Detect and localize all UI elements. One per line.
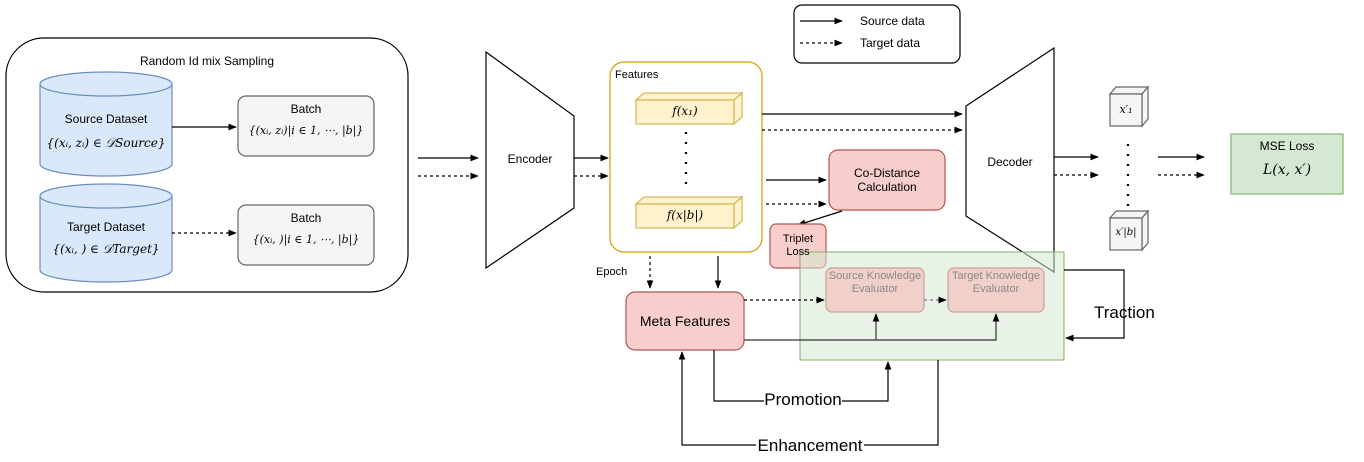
feature-block-last [634, 195, 744, 230]
target-dataset-formula: {(xᵢ, ) ∈ 𝒟Target} [52, 242, 160, 256]
mse-title: MSE Loss [1259, 139, 1315, 153]
source-evaluator-label: Source Knowledge Evaluator [828, 270, 922, 296]
output-cube-last [1108, 209, 1150, 252]
triplet-loss-label: Triplet Loss [782, 233, 814, 259]
codistance-label: Co-Distance Calculation [853, 166, 921, 195]
features-title: Features [615, 69, 659, 81]
target-batch-title: Batch [290, 211, 322, 225]
source-dataset-formula: {(xᵢ, zᵢ) ∈ 𝒟Source} [46, 136, 166, 150]
enhancement-line-left [678, 351, 756, 446]
sampling-title: Random Id mix Sampling [139, 54, 275, 68]
source-evaluator-box [825, 267, 925, 313]
mse-loss-box [1230, 133, 1344, 195]
source-dataset-cylinder [39, 71, 173, 177]
line-meta-to-target-eval [744, 313, 1000, 341]
target-batch-formula: {(xᵢ, )|i ∈ 1, ⋯, |b|} [252, 233, 360, 246]
feature-block-first [634, 91, 744, 126]
feature-first-label: f(x₁) [672, 104, 698, 118]
meta-features-label: Meta Features [639, 313, 731, 329]
output-last-label: x′|b| [1115, 227, 1137, 238]
source-batch-formula: {(xᵢ, zᵢ)|i ∈ 1, ⋯, |b|} [248, 124, 364, 137]
traction-label: Traction [1094, 303, 1155, 322]
source-batch-box [237, 95, 375, 157]
encoder-shape [485, 50, 575, 270]
target-evaluator-label: Target Knowledge Evaluator [951, 270, 1041, 296]
enhancement-label: Enhancement [757, 436, 863, 455]
promotion-label: Promotion [764, 390, 842, 409]
target-evaluator-box [947, 267, 1045, 313]
source-dataset-title: Source Dataset [64, 112, 148, 126]
promotion-line-right [842, 361, 892, 402]
arrow-codistance-to-triplet [797, 210, 843, 226]
encoder-label: Encoder [507, 152, 553, 166]
codistance-box [828, 149, 946, 211]
output-cube-first [1108, 85, 1150, 128]
legend-target-label: Target data [860, 36, 921, 50]
meta-features-box [625, 291, 745, 351]
source-batch-title: Batch [290, 102, 322, 116]
mse-formula: L(x, x′) [1262, 162, 1312, 178]
enhancement-line-right [864, 360, 939, 446]
traction-loop [1064, 269, 1125, 342]
decoder-label: Decoder [987, 155, 1033, 169]
target-dataset-title: Target Dataset [66, 220, 146, 234]
promotion-line-left [713, 350, 764, 402]
feature-last-label: f(x|b|) [666, 208, 704, 222]
target-dataset-cylinder [39, 183, 173, 283]
legend-source-label: Source data [860, 14, 925, 28]
target-batch-box [237, 204, 375, 266]
output-first-label: x′₁ [1119, 103, 1133, 116]
epoch-label: Epoch [596, 266, 628, 278]
